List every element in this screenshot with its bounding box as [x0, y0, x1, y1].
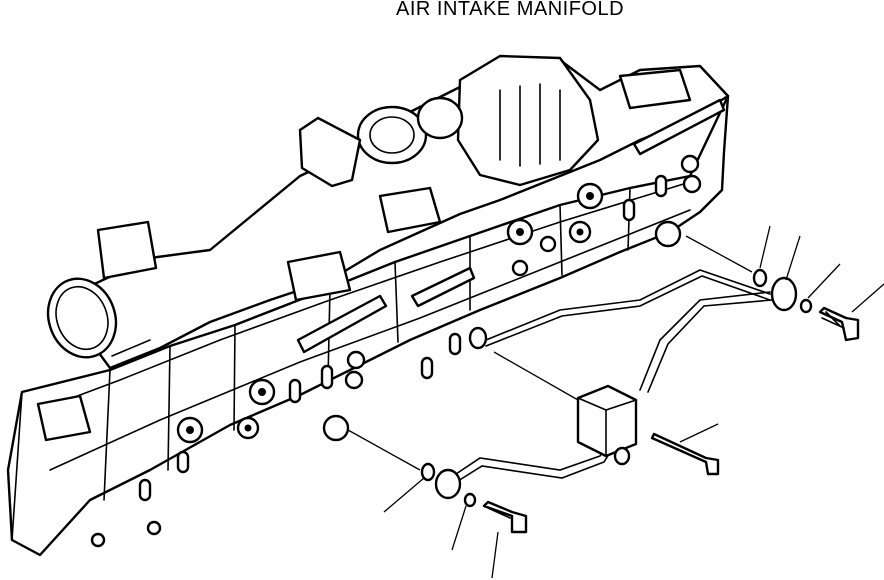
leader-lines — [347, 225, 884, 579]
pipe-fitting-upper-left — [468, 326, 488, 350]
diagram-title: AIR INTAKE MANIFOLD — [396, 0, 625, 20]
front-slots — [138, 174, 668, 502]
mounting-pads — [36, 68, 726, 442]
bolts — [482, 306, 860, 534]
bolt-lower — [482, 500, 528, 534]
inlet-pipe-opening — [46, 261, 151, 359]
turbo-elbow-housing — [298, 54, 600, 188]
body-bosses — [90, 154, 702, 548]
oil-pipe — [434, 269, 798, 500]
pipe-fitting-nut — [770, 276, 798, 312]
pipe-junction-block — [576, 384, 638, 458]
bolt-long — [650, 432, 720, 476]
pipe-fitting-nut-lower — [434, 468, 462, 500]
gaskets — [420, 268, 813, 508]
